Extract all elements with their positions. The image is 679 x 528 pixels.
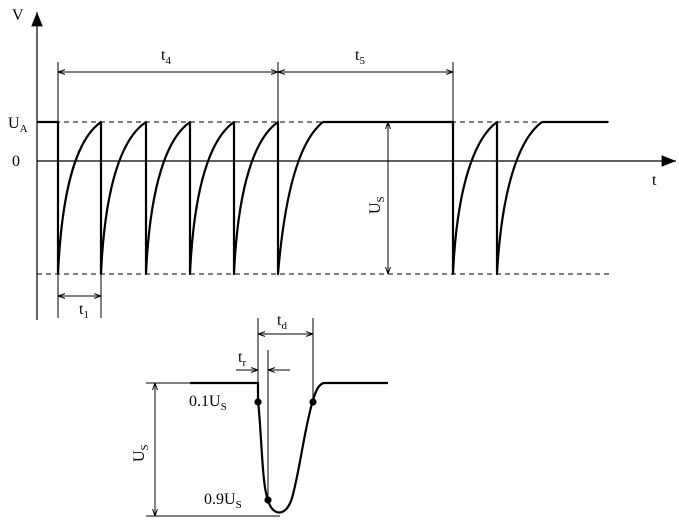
detail-pulse	[190, 381, 388, 514]
t5-label: t5	[355, 47, 365, 67]
us-amplitude-label-sub: S	[375, 196, 387, 202]
t5-label-main: t	[355, 47, 360, 64]
p90-label-sub: S	[236, 499, 242, 511]
p90-label: 0.9US	[204, 491, 242, 511]
p90-marker	[264, 496, 272, 504]
t4-label: t4	[161, 47, 171, 67]
t1-label-sub: 1	[83, 309, 89, 321]
t4-label-main: t	[161, 47, 166, 64]
p10-rising-marker	[309, 398, 317, 406]
p10-label-sub: S	[221, 401, 227, 413]
tr-label-main: t	[238, 349, 243, 366]
x-axis-label: t	[652, 172, 657, 189]
td-label-sub: d	[281, 320, 287, 332]
tr-label-sub: r	[242, 357, 246, 369]
td-label-main: t	[277, 312, 282, 329]
td-label: td	[277, 312, 287, 332]
t5-label-sub: 5	[359, 55, 365, 67]
detail-us-label: US	[131, 444, 151, 462]
ua-label-sub: A	[20, 123, 28, 135]
p10-label: 0.1US	[189, 393, 227, 413]
us-amplitude-label: US	[367, 196, 387, 214]
t1-label-main: t	[79, 301, 84, 318]
ua-label: UA	[8, 115, 28, 135]
p10-label-main: 0.1U	[189, 393, 221, 410]
p90-label-main: 0.9U	[204, 491, 236, 508]
us-amplitude-label-main: U	[367, 202, 384, 214]
t4-label-sub: 4	[165, 55, 171, 67]
detail-us-label-main: U	[131, 450, 148, 462]
tr-label: tr	[238, 349, 246, 369]
zero-label: 0	[12, 153, 20, 170]
detail-us-label-sub: S	[139, 444, 151, 450]
pulse-train	[37, 120, 608, 276]
t1-label: t1	[79, 301, 89, 321]
p10-marker	[254, 398, 262, 406]
y-axis-label: V	[12, 7, 24, 24]
ua-label-main: U	[8, 115, 20, 132]
